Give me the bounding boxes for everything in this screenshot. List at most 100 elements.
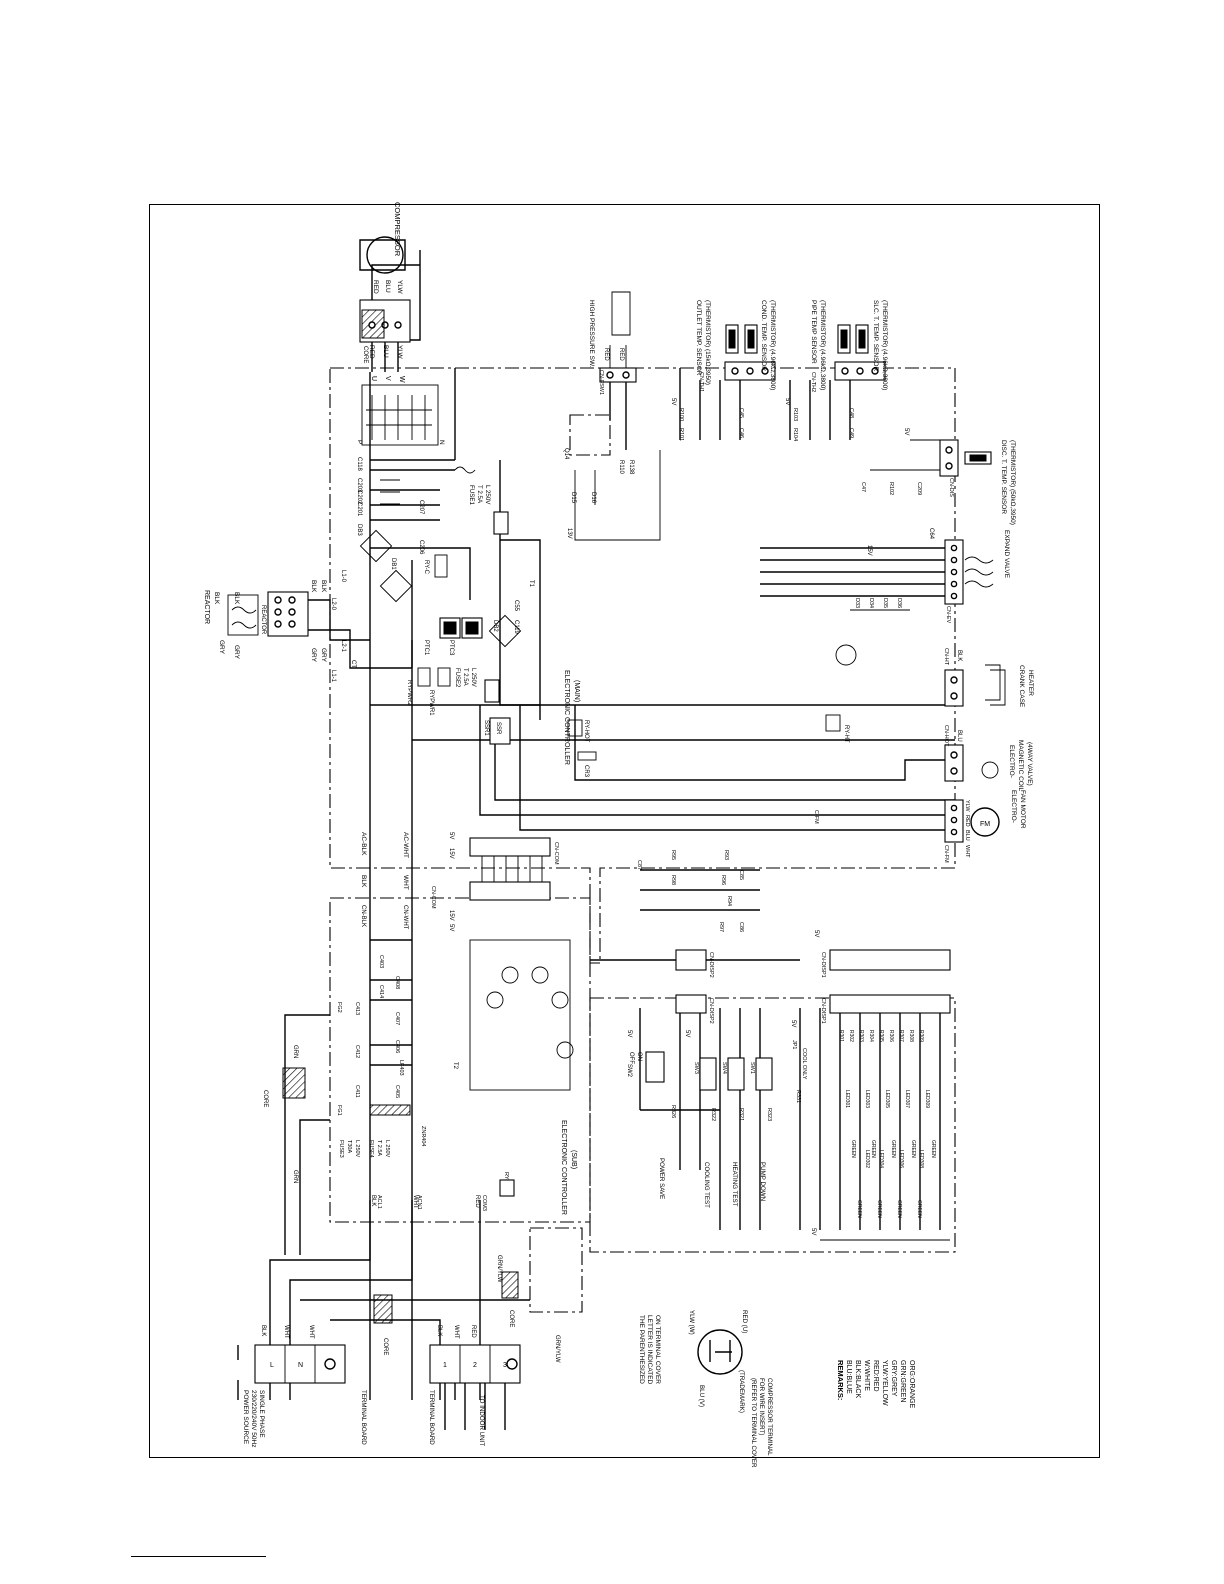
ssr1-box [489, 717, 511, 745]
ry-hot-label: RY-HOT [583, 720, 589, 743]
tm-red-u: RED (U) [741, 1310, 748, 1333]
fuse1-name: FUSE1 [468, 485, 475, 506]
q14-label: Q14 [563, 448, 569, 460]
fuse1-rating: T 2.5A [476, 485, 483, 504]
bus-blu-label: BLU [382, 345, 389, 358]
c46-label: C46 [738, 428, 744, 438]
cn-fm-label: CN-FM [943, 845, 949, 863]
c209-label: C209 [916, 482, 922, 495]
reactor-top-label: REACTOR [203, 590, 210, 624]
indoor-terminal-board [429, 1344, 521, 1384]
crank-case-line1: CRANK CASE [1018, 665, 1025, 708]
sw2-power-save-switch [645, 1051, 665, 1083]
cn-disp2-sub-label: CN-DISP2 [708, 998, 714, 1024]
led-color-8: GREEN [896, 1200, 902, 1218]
pwr-wht-1: WHT [283, 1325, 289, 1339]
c414-label: C414 [378, 985, 384, 998]
outlet-sensor-line1: OUTLET TEMP. SENSOR [695, 300, 702, 376]
th1-5v: 5V [670, 398, 676, 405]
fan-motor-label: FAN MOTOR [1019, 790, 1026, 829]
c202-label: C202 [356, 490, 362, 505]
led303-label: LED303 [864, 1090, 870, 1108]
c47-label: C47 [860, 482, 866, 492]
high-pressure-group: HIGH PRESSURE SW. RED RED CN-FSW1 Q14 R1… [563, 291, 661, 541]
high-pressure-switch [611, 291, 631, 336]
coil-line1: ELECTRO- [1008, 745, 1015, 778]
sw4-heating-test [727, 1057, 745, 1091]
phase-v: V [384, 376, 391, 381]
disc-sensor-group: DISC. T. TEMP. SENSOR (THERMISTOR) (50kΩ… [860, 428, 1016, 525]
cn-fsw1-label: CN-FSW1 [598, 370, 604, 395]
grn-2: GRN [292, 1170, 298, 1183]
reactor-gry-wire-1: GRY [218, 640, 225, 655]
led-color-9: GREEN [916, 1200, 922, 1218]
jp-5v: 5V [790, 1020, 796, 1027]
r323-label: R323 [766, 1108, 772, 1121]
r303-label: R303 [858, 1030, 864, 1042]
cn-blk-label: CN-BLK [360, 905, 366, 927]
led-color-6: GREEN [856, 1200, 862, 1218]
l-gry-2: GRY [320, 648, 327, 663]
outlet-sensor-line2: (THERMISTOR) (15kΩ,3950) [704, 300, 711, 385]
disp-5v: 5V [813, 930, 819, 937]
r110-label: R110 [618, 460, 624, 475]
com-5v-2: 5V [448, 924, 454, 931]
phase-w: W [398, 376, 405, 383]
ac-labels: AC-BLK AC-WHT BLK WHT CN-BLK CN-WHT [360, 832, 409, 930]
sub-blk: BLK [370, 1195, 376, 1206]
sw1-pump-down [755, 1057, 773, 1091]
cn-disp1-main [829, 949, 951, 971]
cn-wht-label: CN-WHT [402, 905, 408, 930]
acn1-label: ACN1 [416, 1195, 422, 1210]
cond-sensor-line1: COND. TEMP. SENSOR [760, 300, 767, 371]
power-terminal-board [254, 1344, 346, 1384]
grn-yel-1: GRN/YLW [496, 1255, 502, 1283]
c406-label: C406 [394, 1040, 400, 1053]
magnetic-coil-group: ELECTRO- MAGNETIC COIL (4WAY VALVE) CN-H… [943, 725, 1033, 792]
znr-block [369, 1104, 411, 1116]
r326-label: R326 [670, 1105, 676, 1118]
indoor-wht: WHT [453, 1325, 459, 1339]
l-blk-1: BLK [310, 580, 317, 593]
com-15v-1: 15V [448, 848, 454, 859]
ry-hot-group: RY-HOT CR3 [567, 719, 597, 778]
cn-ev-label: CN-EV [945, 606, 951, 623]
acl1-label: ACL1 [376, 1195, 382, 1209]
fm-wht: WHT [964, 845, 970, 858]
led-color-7: GREEN [876, 1200, 882, 1218]
c403-label: C403 [378, 955, 384, 968]
grn-1: GRN [292, 1045, 298, 1058]
db3-bridge [359, 529, 393, 563]
compressor-blu-wire: BLU [384, 280, 391, 293]
fan-motor-fm: FM [980, 821, 990, 828]
sw-on-label: ON [636, 1052, 642, 1061]
fuse2-box [484, 679, 500, 703]
reactor-terminal [267, 591, 309, 637]
cores: CORE GRN GRN CORE CORE GRN/YLW GRN/YLW [262, 1045, 560, 1363]
znr404-label: ZNR404 [420, 1126, 426, 1146]
cond-sensor-line2: (THERMISTOR) (4.96kΩ,3800) [769, 300, 776, 390]
r301-label: R301 [838, 1030, 844, 1042]
core-terminal-label: CORE [362, 346, 368, 363]
led-color-4: GREEN [910, 1140, 916, 1158]
remark-item: W:WHITE [863, 1360, 870, 1391]
cn-com-sub-label: CN-COM [430, 886, 436, 909]
expand-valve-group: EXPAND VALVE CN-EV C64 15V D33 D34 D35 D… [850, 528, 1010, 623]
led-color-2: GREEN [870, 1140, 876, 1158]
remark-item: GRN:GREEN [899, 1360, 906, 1402]
magnetic-coil-symbol [981, 761, 999, 779]
led-color-1: GREEN [850, 1140, 856, 1158]
ac-wht-label: AC-WHT [402, 832, 409, 858]
sw3-cooling-test [699, 1057, 717, 1091]
r97-label: R97 [718, 922, 724, 932]
fm-red: RED [964, 815, 970, 827]
v13-label: 13V [566, 528, 572, 539]
c85-label: C85 [738, 870, 744, 880]
c405-label: C405 [394, 1085, 400, 1098]
fg1-label: FG1 [336, 1105, 342, 1116]
power-module: P N [356, 384, 445, 446]
cn-disp1-sub [829, 994, 951, 1014]
